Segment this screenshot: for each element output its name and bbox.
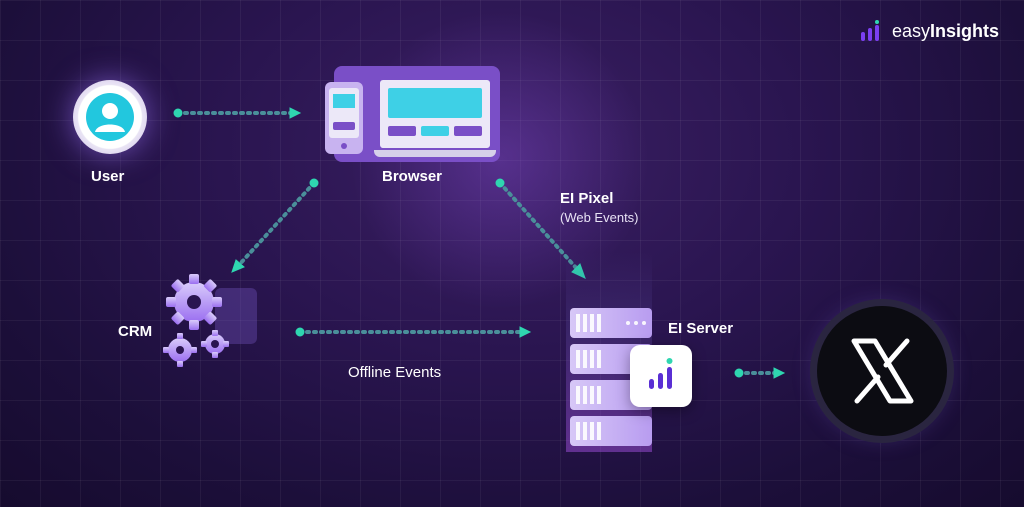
edge-browser-crm	[236, 181, 316, 268]
offline-events-label: Offline Events	[348, 364, 442, 381]
user-icon	[86, 93, 134, 141]
web-events-label: (Web Events)	[560, 210, 639, 225]
user-label: User	[91, 168, 125, 185]
edge-browser-server	[498, 181, 580, 272]
laptop-icon	[380, 80, 490, 148]
x-icon	[851, 338, 914, 404]
logo-text-light: easy	[892, 20, 931, 41]
browser-label: Browser	[382, 168, 443, 185]
crm-card	[215, 288, 257, 344]
logo-bars-icon	[861, 20, 879, 41]
ei-server-label: EI Server	[668, 320, 734, 337]
logo-text-bold: Insights	[930, 20, 1000, 41]
ei-pixel-label: EI Pixel	[560, 190, 614, 207]
bars-icon	[649, 358, 673, 389]
gears-icon	[163, 274, 229, 367]
phone-icon	[325, 82, 363, 154]
crm-label: CRM	[118, 323, 153, 340]
laptop-base	[374, 150, 496, 157]
x-platform-logo	[817, 306, 947, 436]
easyinsights-logo: easyInsights	[860, 20, 999, 42]
easyinsights-badge	[630, 345, 692, 407]
